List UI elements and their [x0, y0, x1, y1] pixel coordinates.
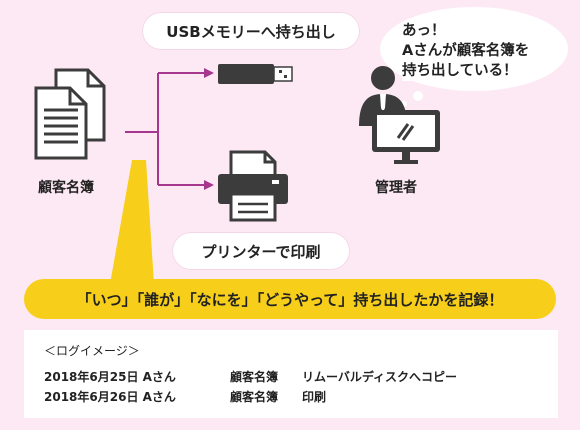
- usb-stick-icon: [218, 64, 293, 84]
- printer-label: プリンターで印刷: [172, 232, 350, 270]
- banner-pointer: [110, 160, 154, 284]
- speech-line-1: あっ！: [402, 22, 446, 41]
- documents-icon: [34, 68, 106, 160]
- speech-line-3: 持ち出している！: [402, 62, 518, 81]
- usb-label: USBメモリーへ持ち出し: [142, 12, 360, 50]
- log-date: 2018年6月26日 Aさん: [44, 390, 176, 404]
- admin-label: 管理者: [375, 180, 417, 196]
- record-banner: 「いつ」「誰が」「なにを」「どうやって」持ち出したかを記録！: [24, 279, 556, 319]
- log-title: ＜ログイメージ＞: [44, 344, 140, 358]
- log-row: 2018年6月26日 Aさん 顧客名簿 印刷: [44, 388, 326, 405]
- log-target: 顧客名簿: [230, 370, 279, 384]
- documents-label: 顧客名簿: [38, 180, 94, 196]
- printer-icon: [218, 150, 288, 222]
- log-row: 2018年6月25日 Aさん 顧客名簿 リムーバルディスクへコピー: [44, 368, 457, 385]
- speech-line-2: Aさんが顧客名簿を: [402, 42, 530, 61]
- log-panel: ＜ログイメージ＞ 2018年6月25日 Aさん 顧客名簿 リムーバルディスクへコ…: [24, 330, 558, 418]
- monitor-icon: [372, 110, 440, 164]
- log-date: 2018年6月25日 Aさん: [44, 370, 176, 384]
- log-action: リムーバルディスクへコピー: [302, 370, 458, 384]
- log-action: 印刷: [302, 390, 327, 404]
- log-target: 顧客名簿: [230, 390, 279, 404]
